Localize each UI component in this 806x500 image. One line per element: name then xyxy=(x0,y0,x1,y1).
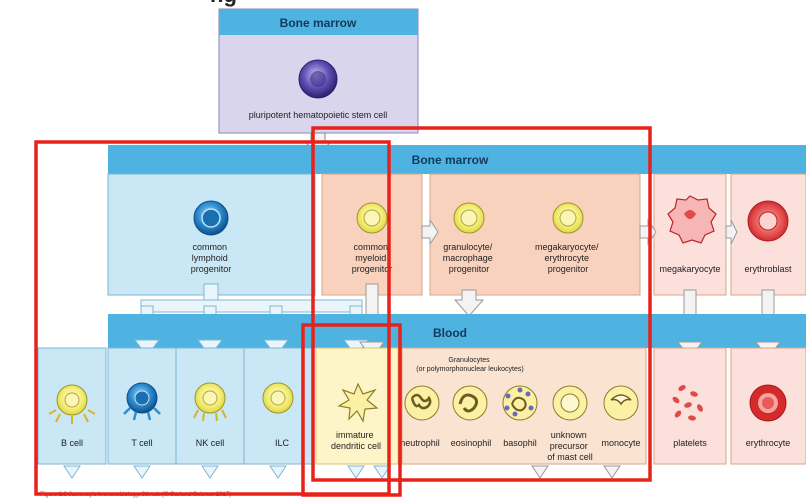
platelets-label: platelets xyxy=(673,438,707,448)
mep-to-megakaryocyte-arrow xyxy=(639,218,657,246)
stem-cell-label: pluripotent hematopoietic stem cell xyxy=(249,110,388,120)
top-bone-marrow-label: Bone marrow xyxy=(280,16,357,30)
mast-precursor-label: unknown precursor of mast cell xyxy=(547,430,593,462)
myeloid-progenitor-panel xyxy=(321,173,423,296)
myeloid-progenitor-icon xyxy=(356,202,388,234)
t-cell-label: T cell xyxy=(131,438,152,448)
highlight-boxes xyxy=(34,126,652,497)
gm-mep-progenitor-panel xyxy=(429,173,641,296)
platelets-panel xyxy=(653,347,727,465)
erythrocyte-label: erythrocyte xyxy=(746,438,791,448)
megakaryocyte-label: megakaryocyte xyxy=(659,264,720,274)
cut-off-title: ng xyxy=(210,0,237,7)
mep-to-erythroblast-arrow xyxy=(725,219,738,245)
mast-precursor-icon xyxy=(552,385,588,421)
top-bone-marrow-box: Bone marrow pluripotent hematopoietic st… xyxy=(218,8,419,134)
dendritic-cell-icon xyxy=(337,382,379,423)
erythroblast-icon xyxy=(747,200,789,242)
t-cell-icon xyxy=(123,382,161,421)
ilc-label: ILC xyxy=(275,438,290,448)
nk-cell-icon xyxy=(193,382,227,422)
neutrophil-icon xyxy=(404,385,440,421)
platelets-icon xyxy=(672,385,703,421)
eosinophil-label: eosinophil xyxy=(451,438,492,448)
nk-cell-label: NK cell xyxy=(196,438,225,448)
dendritic-highlight-box xyxy=(301,323,402,497)
lymphoid-highlight-box xyxy=(34,140,391,496)
eosinophil-icon xyxy=(452,385,488,421)
erythrocyte-icon xyxy=(749,384,787,422)
gm-progenitor-label: granulocyte/ macrophage progenitor xyxy=(443,242,496,274)
lymphoid-progenitor-label: common lymphoid progenitor xyxy=(191,242,232,274)
ilc-icon xyxy=(262,382,294,414)
mep-progenitor-label: megakaryocyte/ erythrocyte progenitor xyxy=(535,242,601,274)
megakaryocyte-icon xyxy=(667,195,717,244)
bottom-exit-arrows xyxy=(63,465,621,479)
b-cell-icon xyxy=(48,384,96,424)
lymphoid-progenitor-icon xyxy=(193,200,229,236)
neutrophil-label: neutrophil xyxy=(400,438,440,448)
granulocytes-title: Granulocytes (or polymorphonuclear leuko… xyxy=(416,357,523,373)
erythroblast-label: erythroblast xyxy=(744,264,792,274)
gm-down-arrow xyxy=(453,289,485,317)
stem-cell-icon xyxy=(298,59,338,99)
mep-progenitor-icon xyxy=(552,202,584,234)
basophil-icon xyxy=(502,385,538,421)
myeloid-to-gm-arrow xyxy=(421,218,439,246)
myeloid-progenitor-label: common myeloid progenitor xyxy=(352,242,393,274)
dendritic-cell-label: immature dendritic cell xyxy=(331,430,381,451)
gm-progenitor-icon xyxy=(453,202,485,234)
mid-bone-marrow-label: Bone marrow xyxy=(412,153,489,167)
blood-label: Blood xyxy=(433,326,467,340)
monocyte-icon xyxy=(603,385,639,421)
b-cell-label: B cell xyxy=(61,438,83,448)
basophil-label: basophil xyxy=(503,438,537,448)
myeloid-highlight-box xyxy=(311,126,652,482)
monocyte-label: monocyte xyxy=(601,438,640,448)
mid-bone-marrow-banner xyxy=(108,145,806,174)
